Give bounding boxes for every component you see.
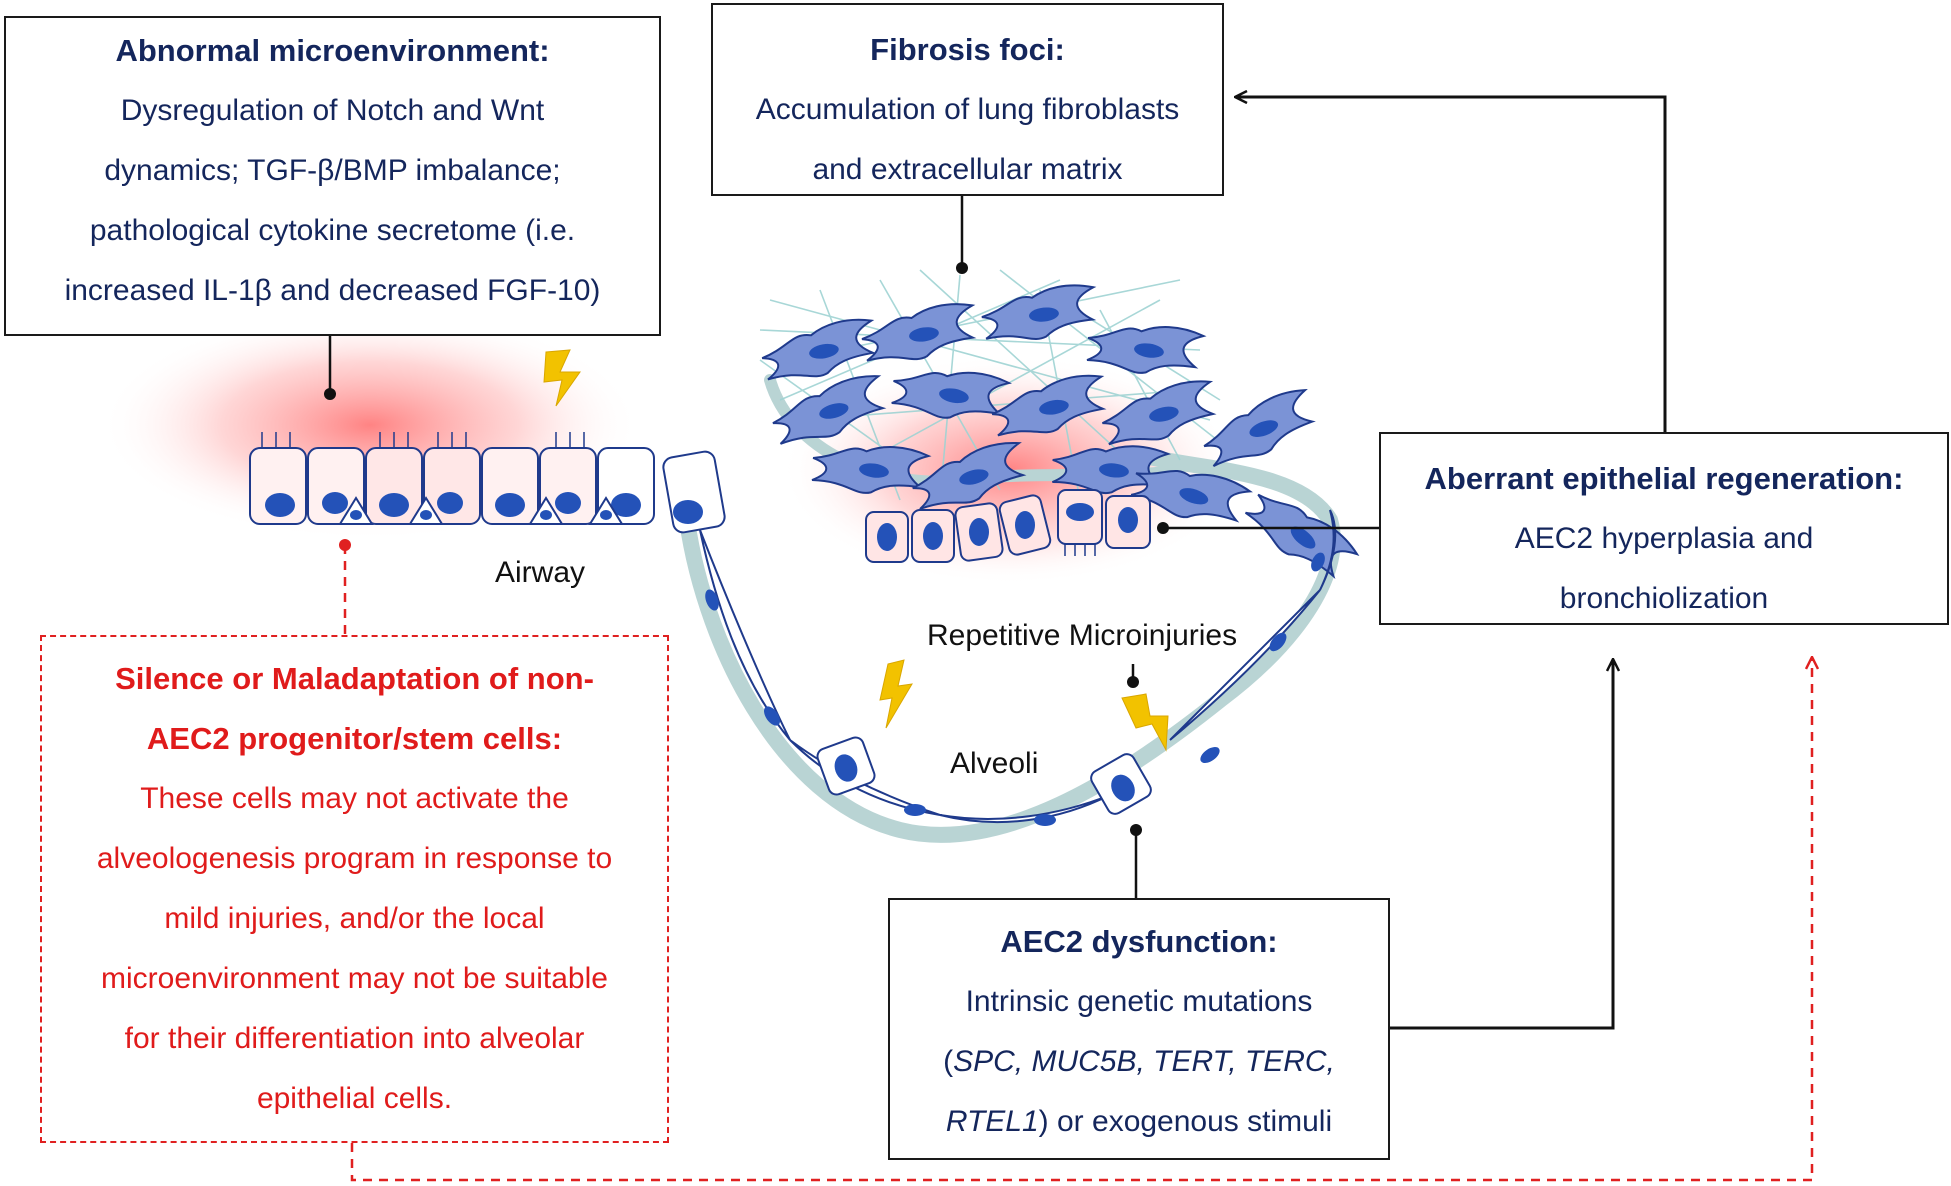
aberrant-line: AEC2 hyperplasia and [1514, 522, 1814, 555]
silence-line: microenvironment may not be suitable [101, 962, 608, 995]
fibrosis-line: and extracellular matrix [812, 153, 1123, 186]
abnormal-title: Abnormal microenvironment: [115, 33, 550, 68]
fibroblast-cell-icon [757, 315, 881, 387]
dysfunction-line: RTEL1) or exogenous stimuli [890, 1092, 1388, 1152]
fibroblast-cell-icon [857, 300, 980, 368]
dysfunction-title: AEC2 dysfunction: [1000, 924, 1278, 959]
lightning-bolt-icon [543, 349, 581, 407]
fibroblast-cell-icon [978, 281, 1100, 346]
aberrant-regeneration-box: Aberrant epithelial regeneration: AEC2 h… [1379, 432, 1949, 625]
silence-line: for their differentiation into alveolar [124, 1022, 585, 1055]
aberrant-title: Aberrant epithelial regeneration: [1424, 461, 1904, 496]
alveolar-aec1-nuclei [705, 552, 1325, 826]
alveolar-aec2-cells [816, 736, 1152, 815]
aec2-dysfunction-box: AEC2 dysfunction: Intrinsic genetic muta… [888, 898, 1390, 1160]
silence-maladaptation-box: Silence or Maladaptation of non- AEC2 pr… [40, 635, 669, 1143]
repetitive-microinjuries-label: Repetitive Microinjuries [927, 619, 1238, 652]
lightning-bolt-icon [879, 659, 913, 729]
exogenous-text: ) or exogenous stimuli [1038, 1105, 1333, 1138]
fibrosis-title: Fibrosis foci: [870, 32, 1065, 67]
abnormal-line: Dysregulation of Notch and Wnt [120, 94, 545, 127]
dysfunction-line: Intrinsic genetic mutations [965, 985, 1313, 1018]
silence-line: alveologenesis program in response to [96, 842, 613, 875]
dysfunction-line: (SPC, MUC5B, TERT, TERC, [890, 1032, 1388, 1092]
silence-line: epithelial cells. [256, 1082, 453, 1115]
abnormal-microenvironment-box: Abnormal microenvironment: Dysregulation… [4, 16, 661, 336]
silence-line: These cells may not activate the [140, 782, 569, 815]
alveoli-label: Alveoli [950, 747, 1039, 780]
abnormal-line: dynamics; TGF-β/BMP imbalance; [104, 154, 561, 187]
silence-title: AEC2 progenitor/stem cells: [146, 721, 563, 756]
silence-title: Silence or Maladaptation of non- [115, 661, 594, 696]
silence-line: mild injuries, and/or the local [164, 902, 545, 935]
abnormal-line: pathological cytokine secretome (i.e. [89, 214, 576, 247]
airway-label: Airway [495, 556, 586, 589]
gene-rtel1: RTEL1 [945, 1105, 1039, 1138]
hyperplastic-aec2-cells [865, 489, 1151, 563]
fibrosis-foci-box: Fibrosis foci: Accumulation of lung fibr… [711, 3, 1224, 196]
connectors [324, 97, 1812, 1182]
gene-list: SPC, MUC5B, TERT, TERC, [953, 1045, 1335, 1078]
aberrant-line: bronchiolization [1559, 582, 1769, 615]
alveolar-wall [677, 447, 1341, 843]
abnormal-line: increased IL-1β and decreased FGF-10) [64, 274, 601, 307]
lightning-bolt-icon [1121, 693, 1169, 752]
fibrosis-line: Accumulation of lung fibroblasts [755, 93, 1180, 126]
airway-epithelium [249, 432, 726, 534]
paren-open: ( [943, 1045, 954, 1078]
